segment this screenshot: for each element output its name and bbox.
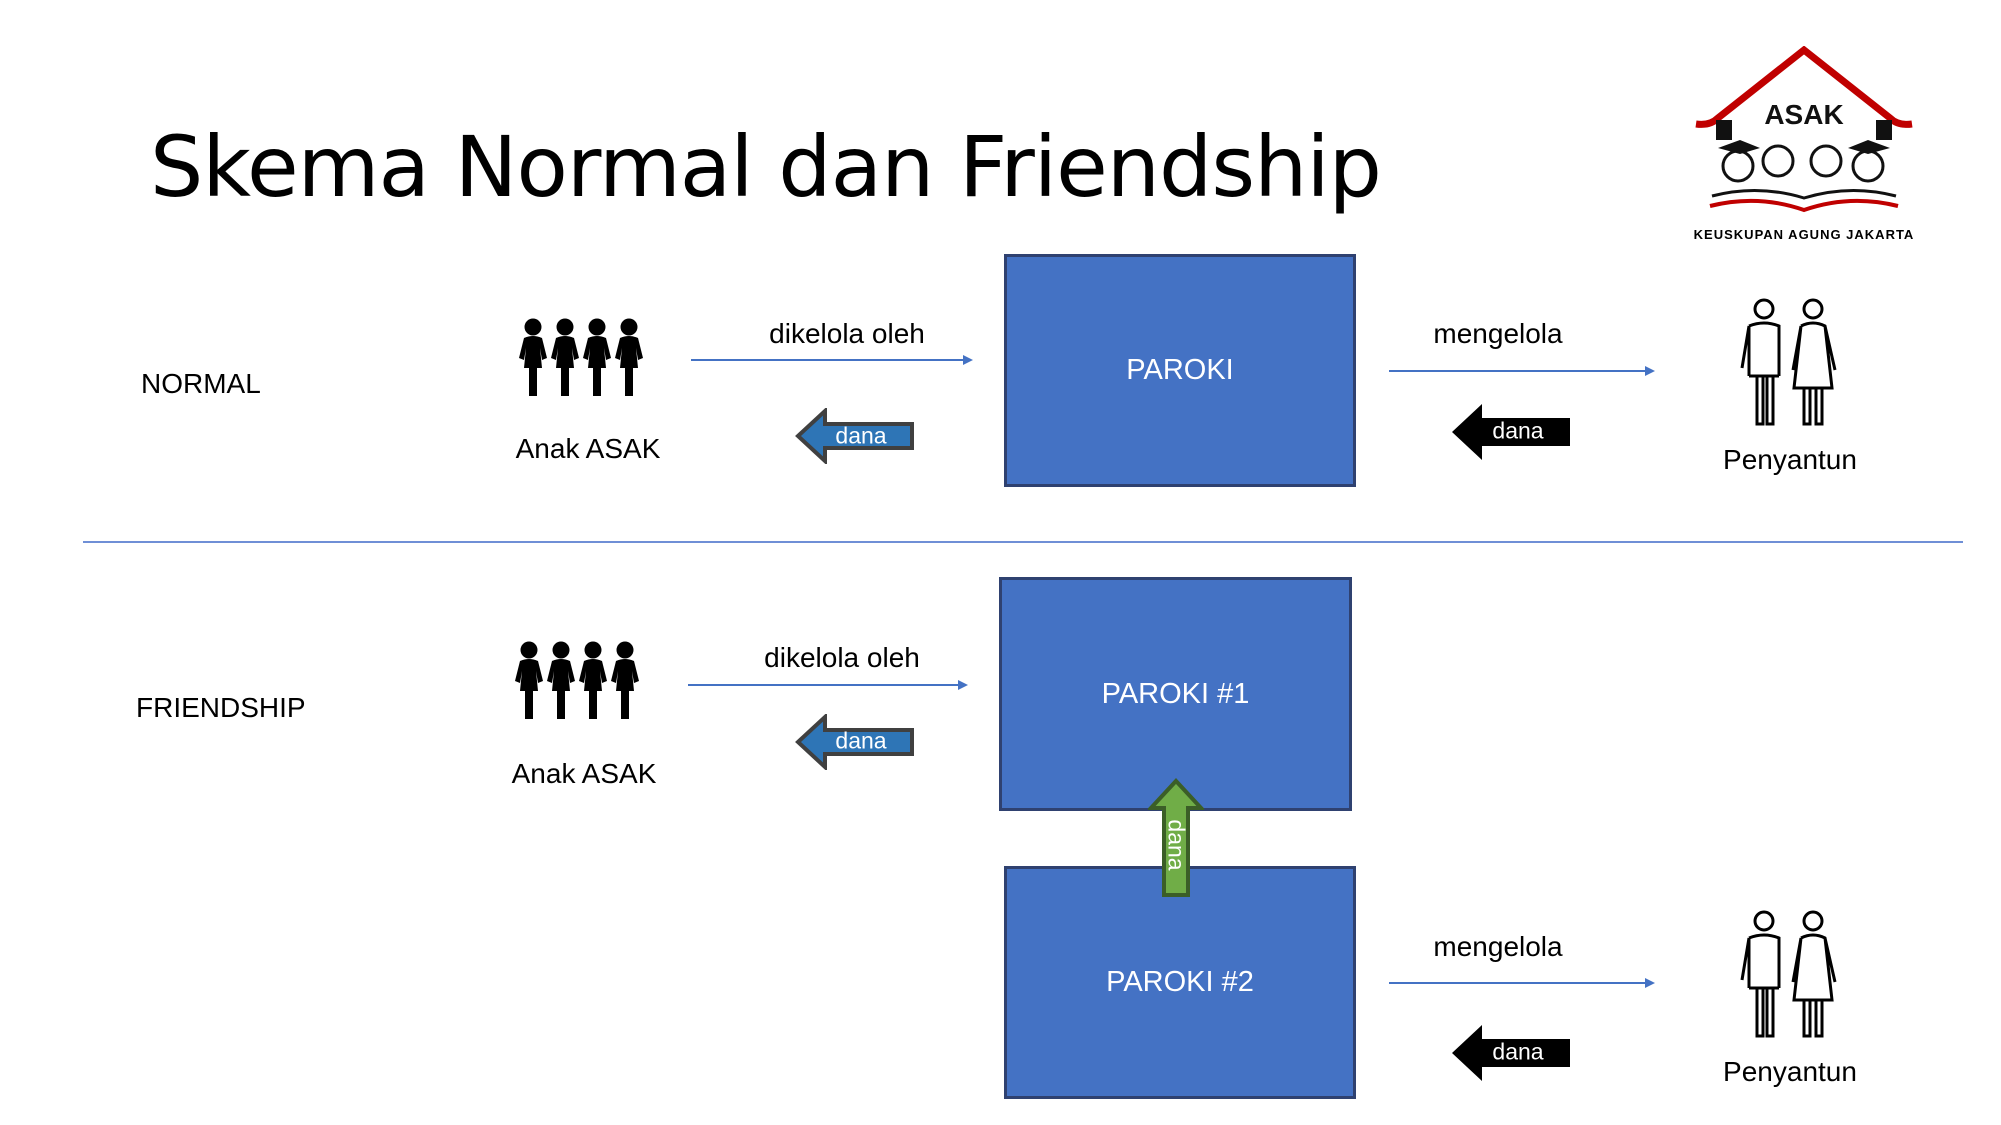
- children-label: Anak ASAK: [515, 433, 661, 464]
- managed-by-label: dikelola oleh: [769, 318, 925, 349]
- children-group-icon: [511, 641, 651, 723]
- parish-label: PAROKI: [1126, 354, 1234, 386]
- sponsor-label: Penyantun: [1723, 1056, 1857, 1087]
- manages-arrow: [1389, 366, 1655, 376]
- logo-subtitle: KEUSKUPAN AGUNG JAKARTA: [1693, 227, 1915, 242]
- fund-label: dana: [1492, 417, 1544, 444]
- page-title: Skema Normal dan Friendship: [150, 118, 1382, 216]
- manages-label: mengelola: [1433, 931, 1563, 962]
- fund-label: dana: [835, 727, 887, 754]
- manages-arrow: [1389, 978, 1655, 988]
- parish-2-box: PAROKI #2: [1004, 866, 1356, 1099]
- parish-box: PAROKI: [1004, 254, 1356, 487]
- section-label-normal: NORMAL: [141, 368, 261, 399]
- fund-label: dana: [1492, 1038, 1544, 1065]
- parish-1-box: PAROKI #1: [999, 577, 1352, 811]
- fund-arrow-left-black: [1452, 404, 1570, 460]
- fund-arrow-left-black: [1452, 1025, 1570, 1081]
- sponsor-label: Penyantun: [1723, 444, 1857, 475]
- fund-label: dana: [1163, 819, 1190, 871]
- fund-arrow-up-green: [1148, 778, 1204, 897]
- sponsor-couple-icon: [1740, 298, 1837, 426]
- manages-label: mengelola: [1433, 318, 1563, 349]
- asak-logo: ASAK KEUSKUPAN AGUNG JAKARTA: [1688, 45, 1920, 242]
- fund-arrow-left-blue: [795, 408, 914, 464]
- parish-2-label: PAROKI #2: [1106, 966, 1254, 998]
- managed-by-label: dikelola oleh: [764, 642, 920, 673]
- children-group-icon: [515, 318, 655, 400]
- section-label-friendship: FRIENDSHIP: [136, 692, 306, 723]
- children-label: Anak ASAK: [511, 758, 657, 789]
- section-divider: [83, 541, 1963, 543]
- managed-by-arrow: [688, 680, 968, 690]
- sponsor-couple-icon: [1740, 910, 1837, 1038]
- fund-arrow-left-blue: [795, 714, 914, 770]
- managed-by-arrow: [691, 355, 973, 365]
- house-logo-icon: ASAK: [1695, 45, 1913, 213]
- svg-text:ASAK: ASAK: [1764, 99, 1843, 130]
- fund-label: dana: [835, 422, 887, 449]
- parish-1-label: PAROKI #1: [1101, 677, 1250, 710]
